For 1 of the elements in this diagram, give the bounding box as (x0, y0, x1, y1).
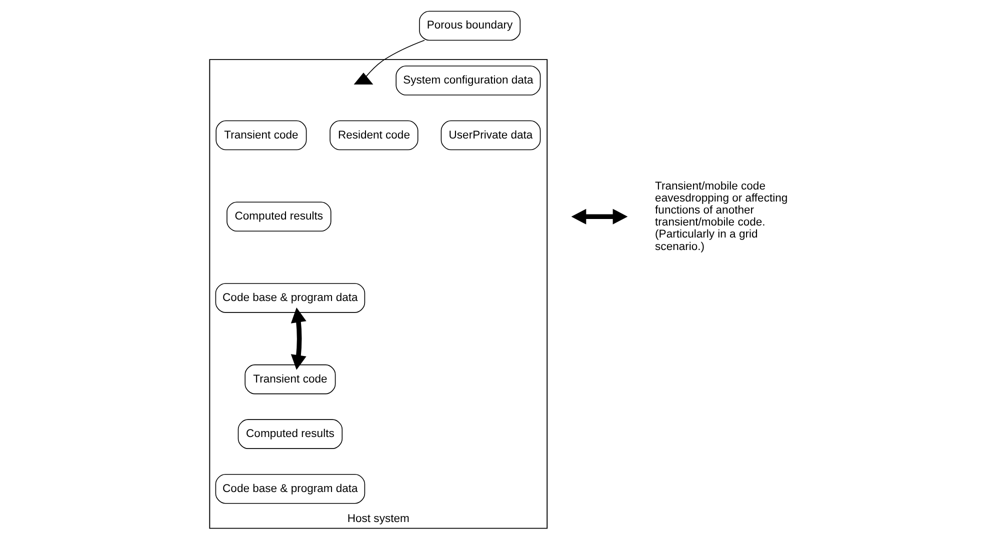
legend-label: Transient/mobile code eavesdropping or affecting functions of another transient/mobile code. (Particularly in a grid scenario.) (655, 180, 788, 253)
